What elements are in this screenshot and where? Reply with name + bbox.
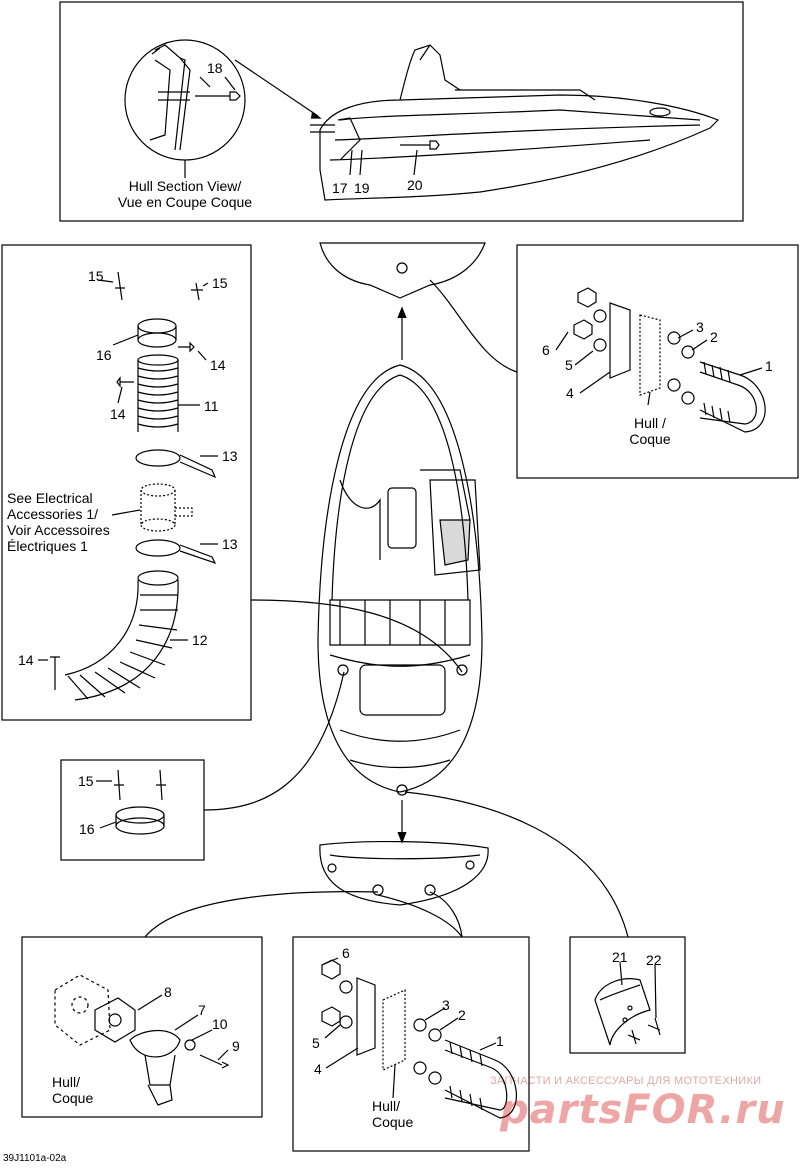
- hull-section-caption-line1: Hull Section View/: [128, 178, 242, 194]
- callout-4-top: 4: [566, 385, 574, 401]
- callout-2-bottom: 2: [458, 1007, 466, 1023]
- callout-7: 7: [198, 1002, 206, 1018]
- callout-4-bottom: 4: [314, 1061, 322, 1077]
- callout-6-top: 6: [542, 342, 550, 358]
- callout-1-top: 1: [765, 358, 773, 374]
- callout-9: 9: [232, 1038, 240, 1054]
- drain-plug-panel: [21, 936, 263, 1118]
- callout-5-top: 5: [565, 357, 573, 373]
- u-bolt-panel-bottom: [292, 936, 530, 1152]
- callout-13-upper: 13: [222, 448, 238, 464]
- hull-section-caption-line2: Vue en Coupe Coque: [117, 194, 253, 210]
- hull-section-caption: Hull Section View/ Vue en Coupe Coque: [110, 178, 260, 210]
- vent-hose-panel: [1, 244, 252, 721]
- see-electrical-line3: Voir Accessoires: [7, 522, 110, 538]
- callout-15-vent: 15: [78, 773, 94, 789]
- callout-6-bottom: 6: [342, 945, 350, 961]
- hull-coque-bottom-line2: Coque: [372, 1114, 414, 1130]
- callout-20: 20: [407, 177, 423, 193]
- watermark: ЗАПЧАСТИ И АКСЕССУАРЫ ДЛЯ МОТОТЕХНИКИ pa…: [470, 1075, 800, 1155]
- hull-coque-drain-line2: Coque: [52, 1090, 94, 1106]
- see-electrical-line4: Électriques 1: [7, 538, 88, 554]
- see-electrical-caption: See Electrical Accessories 1/ Voir Acces…: [7, 490, 110, 554]
- hull-coque-right-line1: Hull /: [634, 415, 666, 431]
- callout-14-upper: 14: [210, 357, 226, 373]
- boat-side-view: [319, 94, 720, 201]
- callout-19: 19: [354, 180, 370, 196]
- screw-18-small: [195, 91, 241, 101]
- screw-22: [647, 1017, 661, 1036]
- callout-10: 10: [212, 1016, 228, 1032]
- see-electrical-line1: See Electrical: [7, 490, 93, 506]
- callout-2-top: 2: [710, 329, 718, 345]
- hull-coque-bottom-line1: Hull/: [372, 1098, 401, 1114]
- u-bolt-assembly-top: [573, 287, 766, 433]
- callout-8: 8: [164, 984, 172, 1000]
- rear-bumper: [319, 840, 489, 906]
- callout-3-top: 3: [696, 319, 704, 335]
- callout-14-lower: 14: [18, 652, 34, 668]
- bumper-bracket-21: [594, 978, 651, 1046]
- callout-16-vent: 16: [79, 821, 95, 837]
- u-bolt-panel-top: [516, 244, 799, 479]
- drain-plug-assembly: [54, 974, 230, 1106]
- watermark-tagline: ЗАПЧАСТИ И АКСЕССУАРЫ ДЛЯ МОТОТЕХНИКИ: [490, 1075, 762, 1087]
- callout-11: 11: [204, 398, 219, 414]
- hose-11: [137, 360, 179, 432]
- hose-12: [64, 579, 179, 701]
- callout-3-bottom: 3: [442, 997, 450, 1013]
- u-bolt-assembly-bottom: [321, 959, 517, 1119]
- callout-13-lower: 13: [222, 536, 238, 552]
- hull-coque-caption-drain: Hull/ Coque: [52, 1074, 93, 1106]
- callout-17: 17: [332, 180, 348, 196]
- see-electrical-line2: Accessories 1/: [7, 506, 99, 522]
- callout-22: 22: [646, 952, 662, 968]
- callout-5-bottom: 5: [312, 1035, 320, 1051]
- boat-top-view: [317, 364, 483, 793]
- diagram-code: 39J1101a-02a: [3, 1153, 67, 1164]
- callout-21: 21: [612, 949, 628, 965]
- callout-12: 12: [192, 632, 208, 648]
- callout-16: 16: [96, 347, 112, 363]
- callout-18: 18: [207, 60, 223, 76]
- hull-section-panel: [59, 1, 744, 222]
- callout-15-right: 15: [212, 275, 228, 291]
- watermark-logo: partsFOR.ru: [500, 1087, 786, 1133]
- callout-14-mid: 14: [110, 406, 126, 422]
- callout-15-left: 15: [88, 268, 104, 284]
- hull-coque-caption-right: Hull / Coque: [615, 415, 685, 447]
- front-bumper: [319, 242, 486, 299]
- hull-coque-drain-line1: Hull/: [52, 1074, 81, 1090]
- vent-16-top: [137, 318, 177, 334]
- callout-1-bottom: 1: [496, 1033, 504, 1049]
- hull-coque-right-line2: Coque: [629, 431, 671, 447]
- hull-coque-caption-bottom: Hull/ Coque: [372, 1098, 413, 1130]
